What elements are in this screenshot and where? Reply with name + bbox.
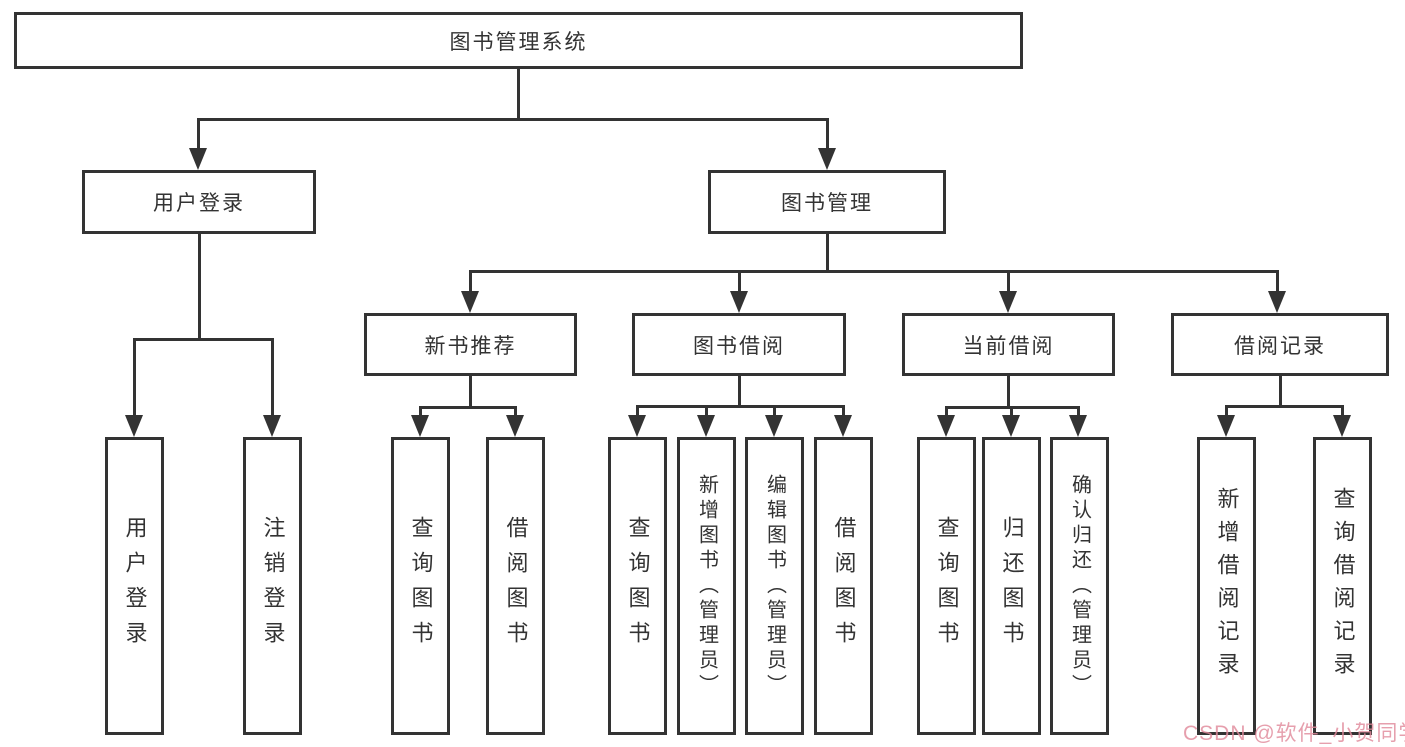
connector-line-horizontal xyxy=(1225,405,1343,408)
leaf-query-book-1-label: 查询图书 xyxy=(408,516,434,656)
connector-line-vertical xyxy=(469,270,472,299)
connector-line-vertical xyxy=(945,406,948,423)
node-new-book-recommend: 新书推荐 xyxy=(364,313,577,376)
arrowhead-down-icon xyxy=(999,291,1017,313)
connector-line-vertical xyxy=(738,270,741,299)
node-book-borrowing: 图书借阅 xyxy=(632,313,846,376)
leaf-query-book-2-label: 查询图书 xyxy=(625,516,651,656)
arrowhead-down-icon xyxy=(628,415,646,437)
connector-line-vertical xyxy=(198,234,201,341)
leaf-edit-book-admin: 编辑图书（管理员） xyxy=(745,437,804,735)
leaf-logout: 注销登录 xyxy=(243,437,302,735)
arrowhead-down-icon xyxy=(1268,291,1286,313)
node-borrowing-records-label: 借阅记录 xyxy=(1234,334,1326,358)
connector-line-vertical xyxy=(1276,270,1279,299)
connector-line-horizontal xyxy=(419,406,516,409)
arrowhead-down-icon xyxy=(1333,415,1351,437)
node-book-management: 图书管理 xyxy=(708,170,946,234)
connector-line-vertical xyxy=(826,234,829,273)
connector-line-vertical xyxy=(1010,406,1013,423)
csdn-watermark: CSDN @软件_小贺同学 xyxy=(1183,722,1405,745)
node-user-login-label: 用户登录 xyxy=(153,192,245,215)
connector-line-vertical xyxy=(1077,406,1080,423)
node-book-management-label: 图书管理 xyxy=(781,192,873,215)
arrowhead-down-icon xyxy=(730,291,748,313)
connector-line-vertical xyxy=(1007,270,1010,299)
leaf-confirm-return-admin: 确认归还（管理员） xyxy=(1050,437,1109,735)
leaf-add-book-admin-label: 新增图书（管理员） xyxy=(695,473,718,699)
connector-line-vertical xyxy=(197,118,200,156)
leaf-add-borrow-record-label: 新增借阅记录 xyxy=(1214,487,1240,685)
leaf-query-book-3-label: 查询图书 xyxy=(934,516,960,656)
connector-line-horizontal xyxy=(197,118,828,121)
connector-line-horizontal xyxy=(636,405,844,408)
node-current-borrowing-label: 当前借阅 xyxy=(962,334,1055,358)
arrowhead-down-icon xyxy=(1069,415,1087,437)
connector-line-vertical xyxy=(419,406,422,423)
leaf-borrow-book-2-label: 借阅图书 xyxy=(831,516,857,656)
arrowhead-down-icon xyxy=(125,415,143,437)
leaf-return-book-label: 归还图书 xyxy=(999,516,1025,656)
leaf-query-borrow-record: 查询借阅记录 xyxy=(1313,437,1372,735)
leaf-query-borrow-record-label: 查询借阅记录 xyxy=(1330,487,1356,685)
node-borrowing-records: 借阅记录 xyxy=(1171,313,1389,376)
leaf-add-borrow-record: 新增借阅记录 xyxy=(1197,437,1256,735)
connector-line-vertical xyxy=(1007,376,1010,409)
node-book-borrowing-label: 图书借阅 xyxy=(693,334,785,358)
connector-line-vertical xyxy=(773,405,776,423)
connector-line-vertical xyxy=(1225,405,1228,423)
leaf-confirm-return-admin-label: 确认归还（管理员） xyxy=(1068,473,1091,699)
leaf-logout-label: 注销登录 xyxy=(260,516,286,656)
connector-line-horizontal xyxy=(133,338,273,341)
leaf-add-book-admin: 新增图书（管理员） xyxy=(677,437,736,735)
leaf-borrow-book-1-label: 借阅图书 xyxy=(503,516,529,656)
arrowhead-down-icon xyxy=(1002,415,1020,437)
arrowhead-down-icon xyxy=(263,415,281,437)
leaf-query-book-1: 查询图书 xyxy=(391,437,450,735)
connector-line-vertical xyxy=(271,338,274,423)
node-root: 图书管理系统 xyxy=(14,12,1023,69)
connector-line-vertical xyxy=(133,338,136,423)
leaf-edit-book-admin-label: 编辑图书（管理员） xyxy=(763,473,786,699)
arrowhead-down-icon xyxy=(697,415,715,437)
leaf-user-login: 用户登录 xyxy=(105,437,164,735)
connector-line-vertical xyxy=(1279,374,1282,408)
arrowhead-down-icon xyxy=(765,415,783,437)
connector-line-vertical xyxy=(738,376,741,408)
arrowhead-down-icon xyxy=(506,415,524,437)
arrowhead-down-icon xyxy=(937,415,955,437)
connector-line-horizontal xyxy=(469,270,1278,273)
arrowhead-down-icon xyxy=(1217,415,1235,437)
leaf-borrow-book-1: 借阅图书 xyxy=(486,437,545,735)
arrowhead-down-icon xyxy=(818,148,836,170)
leaf-user-login-label: 用户登录 xyxy=(122,516,148,656)
arrowhead-down-icon xyxy=(411,415,429,437)
arrowhead-down-icon xyxy=(461,291,479,313)
leaf-borrow-book-2: 借阅图书 xyxy=(814,437,873,735)
connector-line-vertical xyxy=(842,405,845,423)
connector-line-vertical xyxy=(469,376,472,409)
arrowhead-down-icon xyxy=(834,415,852,437)
node-new-book-recommend-label: 新书推荐 xyxy=(424,334,517,358)
connector-line-vertical xyxy=(636,405,639,423)
leaf-return-book: 归还图书 xyxy=(982,437,1041,735)
node-root-label: 图书管理系统 xyxy=(449,30,588,54)
leaf-query-book-3: 查询图书 xyxy=(917,437,976,735)
node-user-login: 用户登录 xyxy=(82,170,316,234)
connector-line-vertical xyxy=(517,69,520,121)
leaf-query-book-2: 查询图书 xyxy=(608,437,667,735)
arrowhead-down-icon xyxy=(189,148,207,170)
connector-line-vertical xyxy=(705,405,708,423)
connector-line-vertical xyxy=(514,406,517,423)
node-current-borrowing: 当前借阅 xyxy=(902,313,1115,376)
connector-line-vertical xyxy=(1341,405,1344,423)
connector-line-vertical xyxy=(826,118,829,156)
